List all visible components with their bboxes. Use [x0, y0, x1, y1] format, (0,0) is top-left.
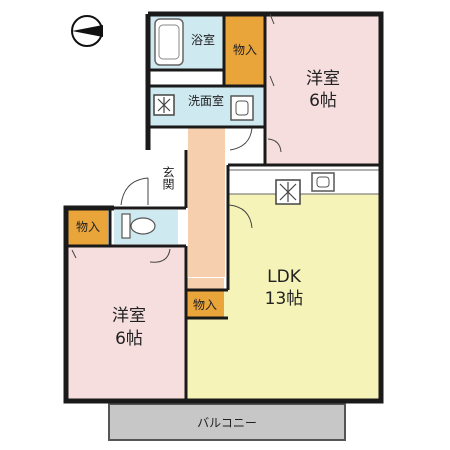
western-top-size: 6帖 [309, 91, 337, 111]
closet-left [68, 208, 108, 246]
hallway-lower [186, 278, 224, 290]
door-swing [149, 248, 171, 263]
kitchen-sink-icon [311, 172, 335, 192]
door-swing [228, 204, 253, 229]
closet-left-label: 物入 [76, 220, 100, 234]
kitchen-counter [227, 169, 381, 195]
toilet-icon [121, 213, 156, 239]
internal-walls [66, 14, 381, 401]
ldk-room [186, 170, 380, 401]
bath-label: 浴室 [191, 32, 215, 47]
hallway [188, 127, 225, 277]
bathtub-icon [154, 18, 184, 66]
western-room-top [265, 14, 381, 165]
ventilation-fan-icon [153, 94, 175, 116]
western-bottom-label: 洋室 [112, 306, 146, 326]
closet-mid-label: 物入 [193, 298, 217, 312]
door-swing [267, 138, 282, 153]
ventilation-fan-icon [275, 179, 301, 205]
door-swing [120, 177, 149, 206]
door-swing [229, 127, 253, 151]
entrance-label: 玄関 [161, 165, 175, 190]
closet-top [224, 14, 265, 86]
balcony [108, 403, 346, 441]
north-arrow-icon [71, 15, 103, 47]
ldk-size: 13帖 [265, 289, 304, 309]
western-bottom-size: 6帖 [115, 329, 143, 349]
ldk-label: LDK [267, 267, 302, 287]
sink-icon [230, 95, 254, 121]
western-top-label: 洋室 [306, 69, 340, 89]
closet-top-label: 物入 [233, 43, 257, 57]
closet-mid [186, 290, 224, 318]
western-room-bottom [68, 246, 186, 401]
balcony-label: バルコニー [197, 416, 257, 430]
entrance [150, 150, 188, 205]
washroom-label: 洗面室 [188, 93, 224, 108]
closet-door-marks [71, 13, 275, 259]
